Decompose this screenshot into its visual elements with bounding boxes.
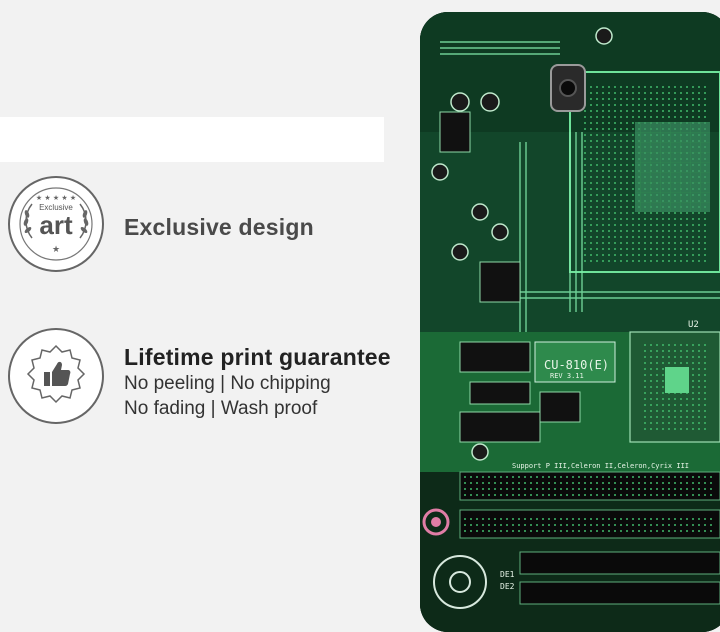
- svg-text:★ ★ ★ ★ ★: ★ ★ ★ ★ ★: [36, 194, 76, 202]
- feature-title: Lifetime print guarantee: [124, 344, 391, 370]
- board-label-de2: DE2: [500, 582, 515, 591]
- phone-case-image: CU-810(E) REV 3.11 Support P III,Celeron…: [420, 12, 720, 632]
- white-banner-strip: [0, 117, 384, 162]
- feature-line-1: No peeling | No chipping: [124, 373, 331, 394]
- board-label-rev: REV 3.11: [550, 372, 584, 380]
- feature-exclusive-design: ★ ★ ★ ★ ★ ★ Exclusive art Exclusive desi…: [8, 176, 314, 272]
- circuit-board-pattern: [420, 12, 720, 632]
- badge-big-label: art: [39, 210, 73, 240]
- exclusive-art-badge-icon: ★ ★ ★ ★ ★ ★ Exclusive art: [8, 176, 104, 272]
- board-label-main: CU-810(E): [544, 358, 610, 372]
- feature-lifetime-guarantee: Lifetime print guarantee No peeling | No…: [8, 328, 391, 424]
- board-label-support: Support P III,Celeron II,Celeron,Cyrix I…: [512, 462, 690, 470]
- feature-title: Exclusive design: [124, 214, 314, 240]
- camera-lens-icon: [559, 79, 577, 97]
- board-label-u2: U2: [688, 320, 699, 330]
- thumbs-up-badge: [8, 328, 104, 424]
- feature-line-2: No fading | Wash proof: [124, 398, 318, 419]
- thumbs-up-icon: [26, 344, 86, 404]
- camera-cutout: [550, 64, 586, 112]
- svg-text:★: ★: [52, 245, 60, 255]
- board-label-de1: DE1: [500, 570, 515, 579]
- badge-small-label: Exclusive: [39, 203, 73, 212]
